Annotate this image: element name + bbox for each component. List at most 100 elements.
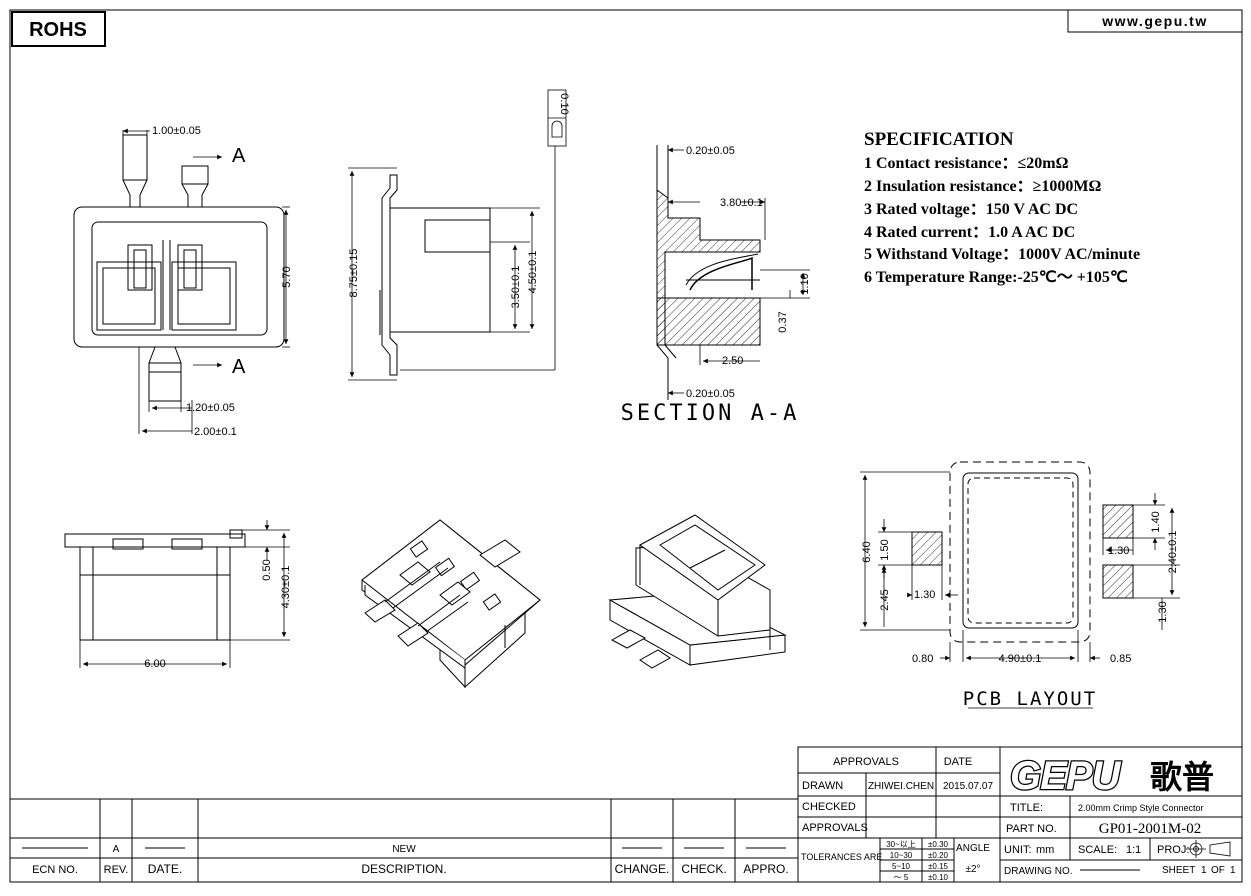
title-block: [797, 746, 1243, 883]
section-marker-top: A: [232, 145, 246, 167]
of-label: OF: [1211, 865, 1225, 876]
tol-value-2: ±0.20: [928, 851, 949, 860]
dim-pcb-lower: 2.45: [879, 589, 891, 610]
tol-range-1: 30~以上: [886, 840, 916, 849]
drawing-no-label: DRAWING NO.: [1004, 866, 1073, 877]
approvals-label-2: APPROVALS: [802, 822, 868, 834]
tol-range-3: 5~10: [892, 862, 911, 871]
spec-item-5: 5 Withstand Voltage：1000V AC/minute: [864, 246, 1140, 263]
drawn-label: DRAWN: [802, 780, 843, 792]
spec-heading: SPECIFICATION: [864, 129, 1014, 150]
dim-front-height: 5.70: [281, 266, 293, 287]
rohs-label: ROHS: [29, 19, 87, 41]
gepu-logo-cn: 歌普: [1150, 759, 1214, 795]
dim-side-inner-a: 3.50±0.1: [510, 266, 522, 309]
pcb-layout: [911, 461, 1134, 643]
dim-section-offset: 0.37: [777, 311, 789, 332]
header-rev: REV.: [104, 864, 129, 876]
dim-pcb-pad-pitch: 2.40±0.1: [1167, 531, 1179, 574]
unit-label: UNIT:: [1004, 844, 1032, 856]
pcb-layout-dims: [860, 471, 1180, 662]
dim-bottom-flange: 0.50: [261, 559, 273, 580]
section-view-dims: [668, 147, 810, 396]
dim-section-depth: 3.80±0.1: [720, 197, 763, 209]
spec-item-1: 1 Contact resistance：≤20mΩ: [864, 155, 1069, 172]
side-view: [379, 174, 491, 376]
pcb-title: PCB LAYOUT: [963, 688, 1097, 710]
header-description: DESCRIPTION.: [361, 862, 446, 876]
website-url: www.gepu.tw: [1101, 13, 1207, 29]
section-title: SECTION A-A: [621, 401, 800, 426]
checked-label: CHECKED: [802, 801, 856, 813]
title-label: TITLE:: [1010, 802, 1043, 814]
gepu-logo: GEPU: [1010, 754, 1121, 798]
title-value: 2.00mm Crimp Style Connector: [1078, 803, 1204, 813]
spec-item-4: 4 Rated current：1.0 A AC DC: [864, 224, 1075, 241]
tolerances-label: TOLERANCES ARE: [801, 852, 882, 862]
dim-pcb-body-w: 4.90±0.1: [999, 653, 1042, 665]
dim-section-top-thk: 0.20±0.05: [686, 145, 735, 157]
tol-value-4: ±0.10: [928, 873, 949, 882]
angle-value: ±2°: [965, 864, 980, 875]
header-check: CHECK.: [681, 862, 726, 876]
header-change: CHANGE.: [615, 862, 670, 876]
angle-label: ANGLE: [956, 843, 990, 854]
scale-value: 1:1: [1126, 844, 1141, 856]
rev-value: A: [113, 844, 120, 855]
tol-range-4: ～ 5: [894, 873, 909, 882]
tol-value-1: ±0.30: [928, 840, 949, 849]
drawn-name: ZHIWEI.CHEN: [868, 781, 934, 792]
header-appro: APPRO.: [743, 862, 788, 876]
approvals-label: APPROVALS: [833, 756, 899, 768]
spec-item-2: 2 Insulation resistance：≥1000MΩ: [864, 178, 1101, 195]
dim-pcb-pad-right-h: 1.40: [1150, 511, 1162, 532]
spec-item-6: 6 Temperature Range:-25℃～ +105℃: [864, 269, 1128, 286]
sheet-border: [9, 9, 1243, 883]
dim-top-width: 1.00±0.05: [152, 125, 201, 137]
dim-pitch: 2.00±0.1: [194, 426, 237, 438]
unit-value: mm: [1036, 844, 1054, 856]
dim-pcb-pad-left-h: 1.50: [879, 539, 891, 560]
iso-view-1: [361, 519, 541, 689]
scale-label: SCALE:: [1078, 844, 1117, 856]
rev-description-value: NEW: [392, 844, 416, 855]
sheet-value: 1: [1201, 865, 1207, 876]
rohs-box: [11, 11, 106, 47]
dim-side-total-height: 8.75±0.15: [348, 249, 360, 298]
iso-view-2: [608, 514, 787, 669]
dim-section-base: 2.50: [722, 355, 743, 367]
spec-item-3: 3 Rated voltage：150 V AC DC: [864, 201, 1078, 218]
dim-section-bottom-thk: 0.20±0.05: [686, 388, 735, 400]
bottom-view: [64, 529, 246, 641]
front-view-dims: [122, 128, 290, 434]
dim-bottom-width: 6.00: [144, 658, 165, 670]
tol-range-2: 10~30: [890, 851, 913, 860]
drawn-date: 2015.07.07: [943, 781, 993, 792]
dim-pcb-pad-left-w: 1.30: [914, 589, 935, 601]
flatness-icon: [551, 120, 563, 138]
section-view: [656, 145, 761, 400]
projection-icon: [1186, 840, 1231, 858]
website-box: [1067, 9, 1243, 33]
proj-label: PROJ:: [1157, 844, 1189, 856]
of-value: 1: [1230, 865, 1236, 876]
part-value: GP01-2001M-02: [1099, 821, 1202, 837]
side-view-dims: [348, 89, 567, 381]
dim-bottom-small: 1.20±0.05: [186, 402, 235, 414]
date-label: DATE: [944, 756, 973, 768]
part-label: PART NO.: [1006, 823, 1057, 835]
revision-table: [9, 798, 799, 883]
dim-pcb-right-margin: 0.85: [1110, 653, 1131, 665]
dim-pcb-outline-h: 6.40: [861, 541, 873, 562]
dim-side-inner-b: 4.50±0.1: [527, 251, 539, 294]
front-view: [73, 134, 285, 402]
header-ecn: ECN NO.: [32, 864, 78, 876]
dim-bottom-height: 4.30±0.1: [280, 566, 292, 609]
bottom-view-dims: [79, 520, 290, 668]
dim-pcb-left-margin: 0.80: [912, 653, 933, 665]
dim-pcb-pad-lower: 1.30: [1157, 601, 1169, 622]
dim-section-gap: 1.10: [799, 273, 811, 294]
sheet-label: SHEET: [1162, 865, 1195, 876]
